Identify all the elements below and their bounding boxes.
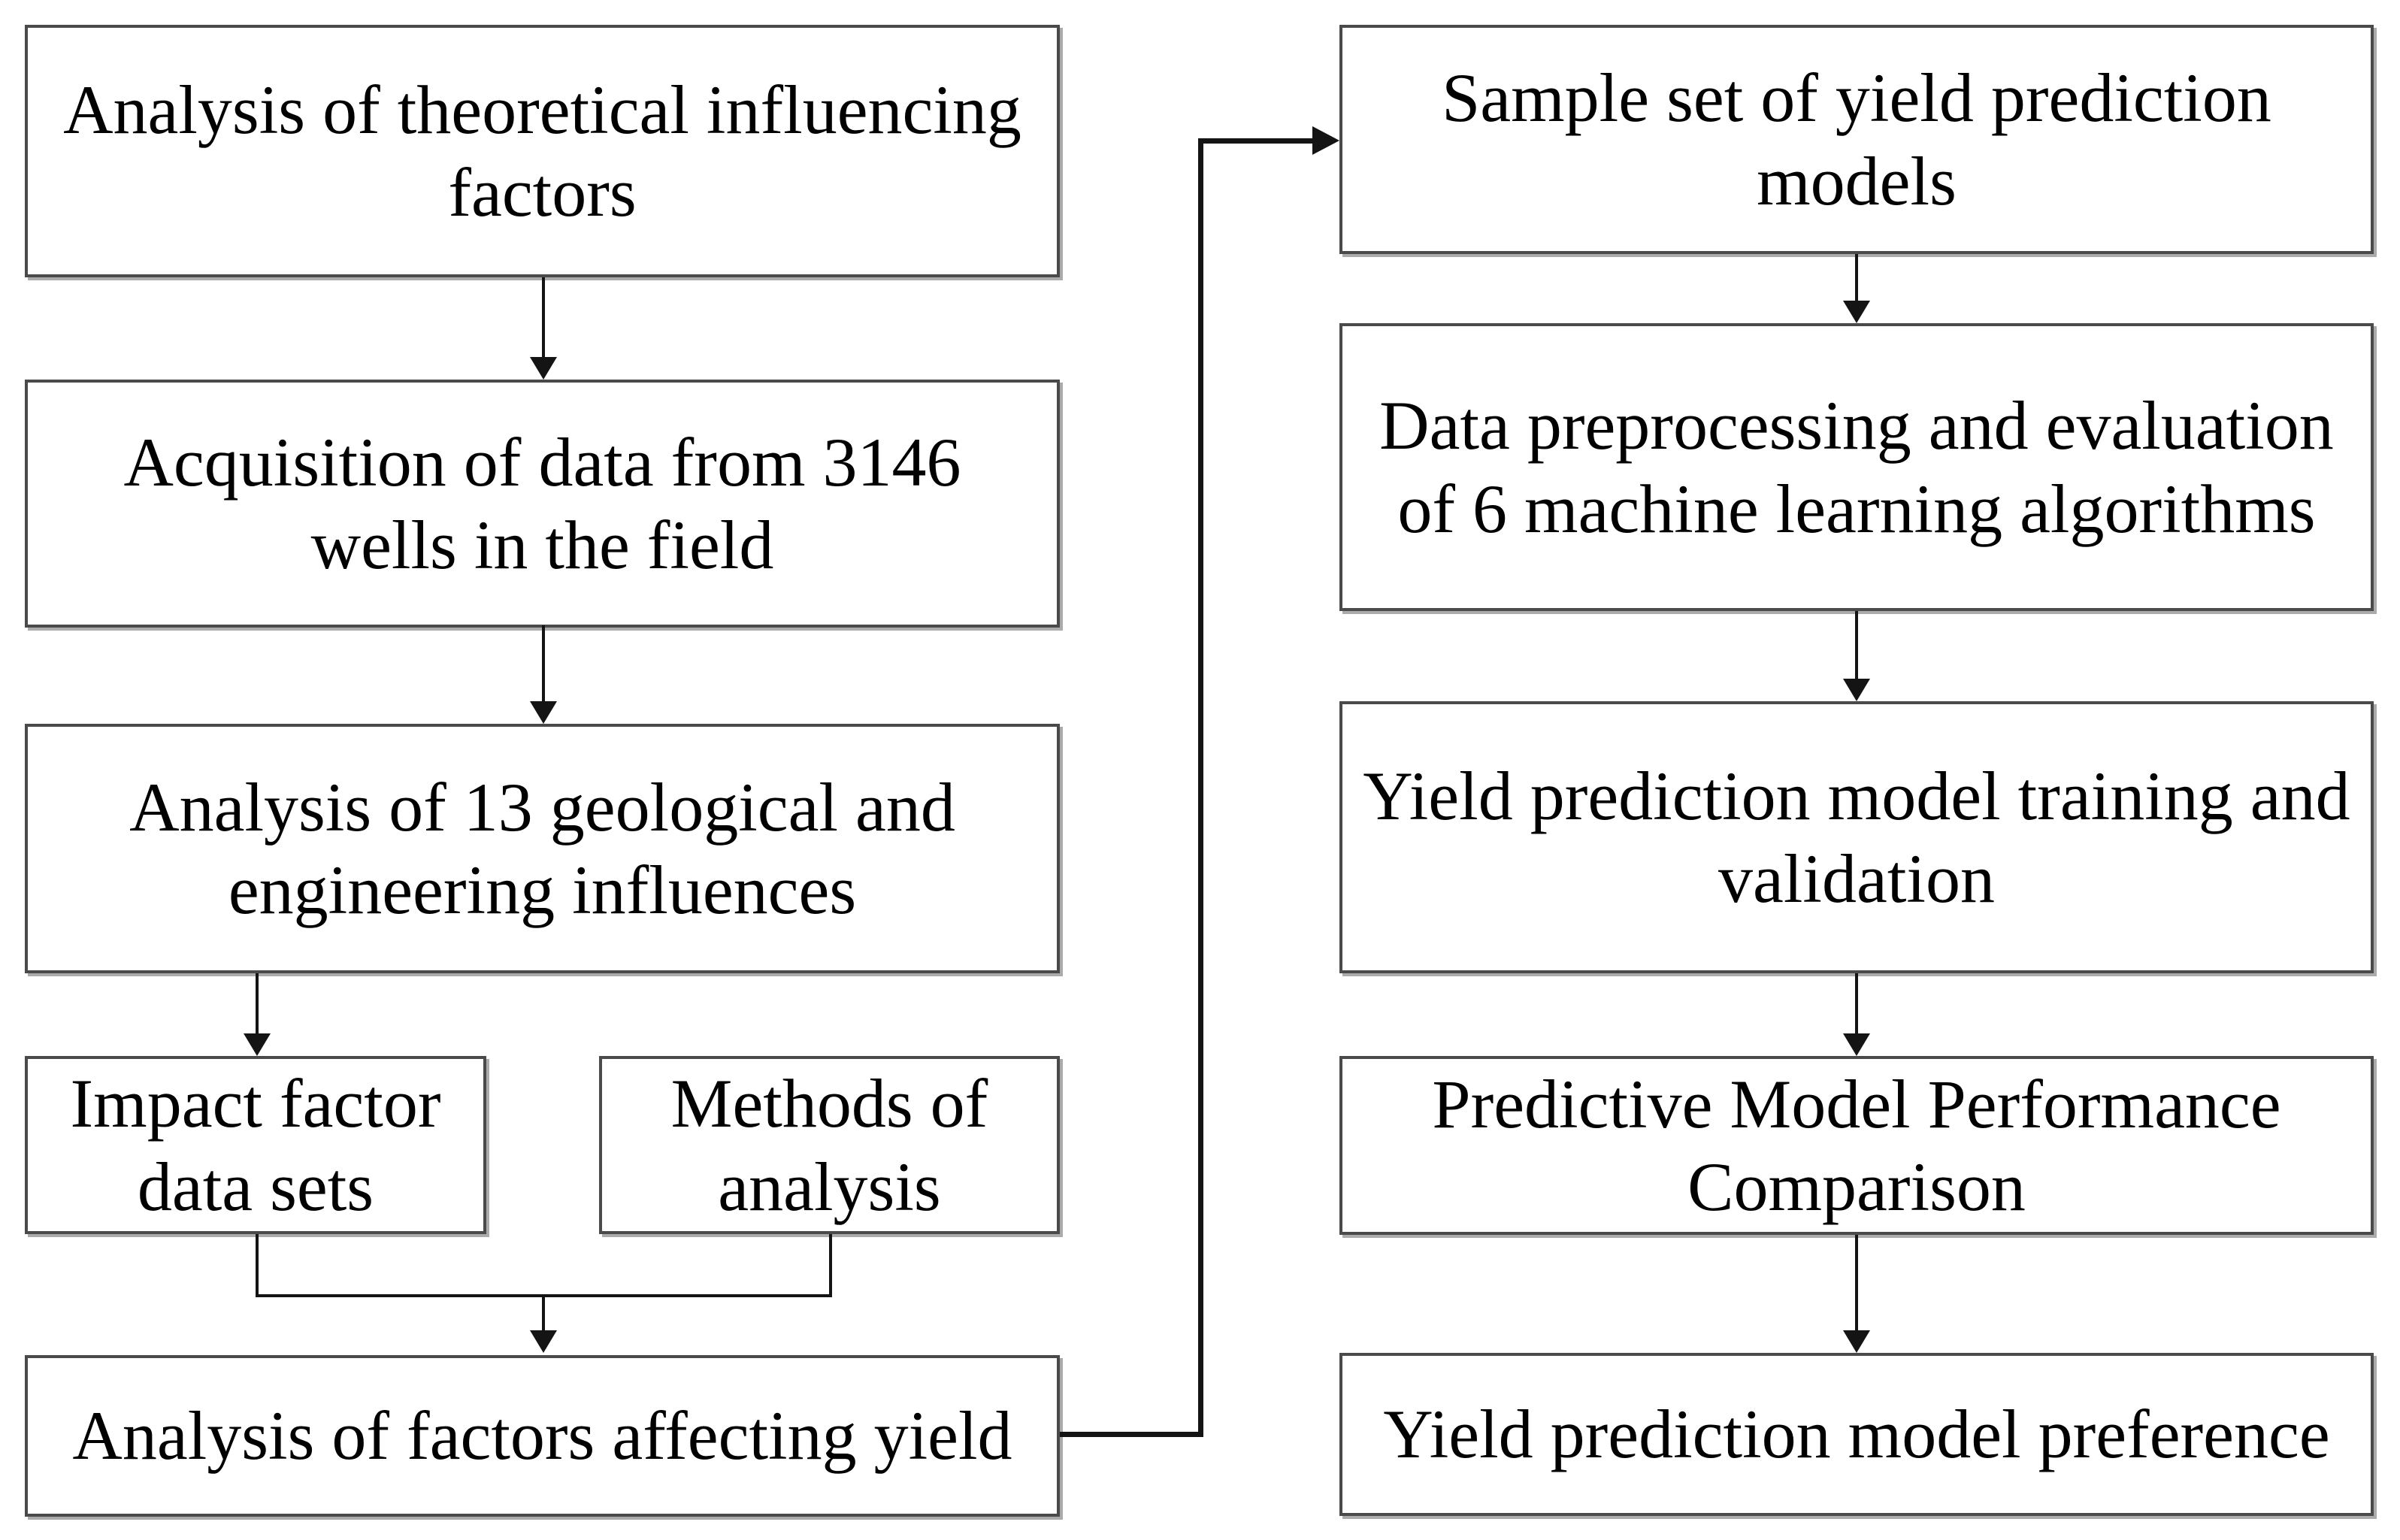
bridge-vertical [1198, 138, 1203, 1437]
arrow-r2-r3-stem [1855, 611, 1858, 679]
arrow-r1-r2-stem [1855, 254, 1858, 301]
bridge-horizontal-bottom [1060, 1432, 1203, 1437]
arrow-l2-l3-head-icon [530, 701, 557, 724]
box-label: Sample set of yield prediction models [1442, 59, 2271, 219]
arrow-l1-l2-head-icon [530, 357, 557, 380]
arrow-r2-r3-head-icon [1843, 679, 1870, 701]
box-label: Analysis of 13 geological and engineerin… [129, 768, 955, 928]
box-label: Acquisition of data from 3146 wells in t… [123, 423, 961, 583]
bridge-head-icon [1312, 126, 1339, 155]
box-sample-set-yield-prediction: Sample set of yield prediction models [1339, 25, 2374, 254]
arrow-merge-l5-head-icon [530, 1330, 557, 1353]
box-model-preference: Yield prediction model preference [1339, 1353, 2374, 1516]
box-analysis-13-influences: Analysis of 13 geological and engineerin… [25, 724, 1060, 973]
box-analysis-factors-affecting-yield: Analysis of factors affecting yield [25, 1355, 1060, 1517]
arrow-l3-l4a-stem [256, 973, 259, 1033]
arrow-l1-l2-stem [542, 277, 545, 357]
arrow-r4-r5-stem [1855, 1235, 1858, 1330]
arrow-r3-r4-stem [1855, 973, 1858, 1033]
box-performance-comparison: Predictive Model Performance Comparison [1339, 1056, 2374, 1235]
arrow-l3-l4a-head-icon [244, 1033, 271, 1056]
box-label: Predictive Model Performance Comparison [1432, 1065, 2281, 1225]
arrow-r4-r5-head-icon [1843, 1330, 1870, 1353]
arrow-merge-l5-stem [542, 1294, 545, 1330]
bridge-horizontal-top [1201, 138, 1314, 144]
box-label: Analysis of theoretical influencing fact… [63, 71, 1021, 231]
box-label: Analysis of factors affecting yield [72, 1397, 1012, 1475]
box-label: Yield prediction model preference [1383, 1396, 2330, 1473]
box-label: Yield prediction model training and vali… [1363, 757, 2350, 917]
arrow-r1-r2-head-icon [1843, 301, 1870, 323]
box-methods-of-analysis: Methods of analysis [599, 1056, 1060, 1234]
box-model-training-validation: Yield prediction model training and vali… [1339, 701, 2374, 973]
merge-stub-right [829, 1234, 832, 1297]
arrow-r3-r4-head-icon [1843, 1033, 1870, 1056]
box-impact-factor-data-sets: Impact factor data sets [25, 1056, 486, 1234]
box-label: Data preprocessing and evaluation of 6 m… [1379, 387, 2334, 547]
box-label: Methods of analysis [670, 1065, 988, 1225]
box-label: Impact factor data sets [70, 1065, 441, 1225]
box-acquisition-of-data: Acquisition of data from 3146 wells in t… [25, 380, 1060, 628]
box-analysis-theoretical-factors: Analysis of theoretical influencing fact… [25, 25, 1060, 277]
box-data-preprocessing-evaluation: Data preprocessing and evaluation of 6 m… [1339, 323, 2374, 611]
arrow-l2-l3-stem [542, 625, 545, 703]
merge-stub-left [256, 1234, 259, 1297]
